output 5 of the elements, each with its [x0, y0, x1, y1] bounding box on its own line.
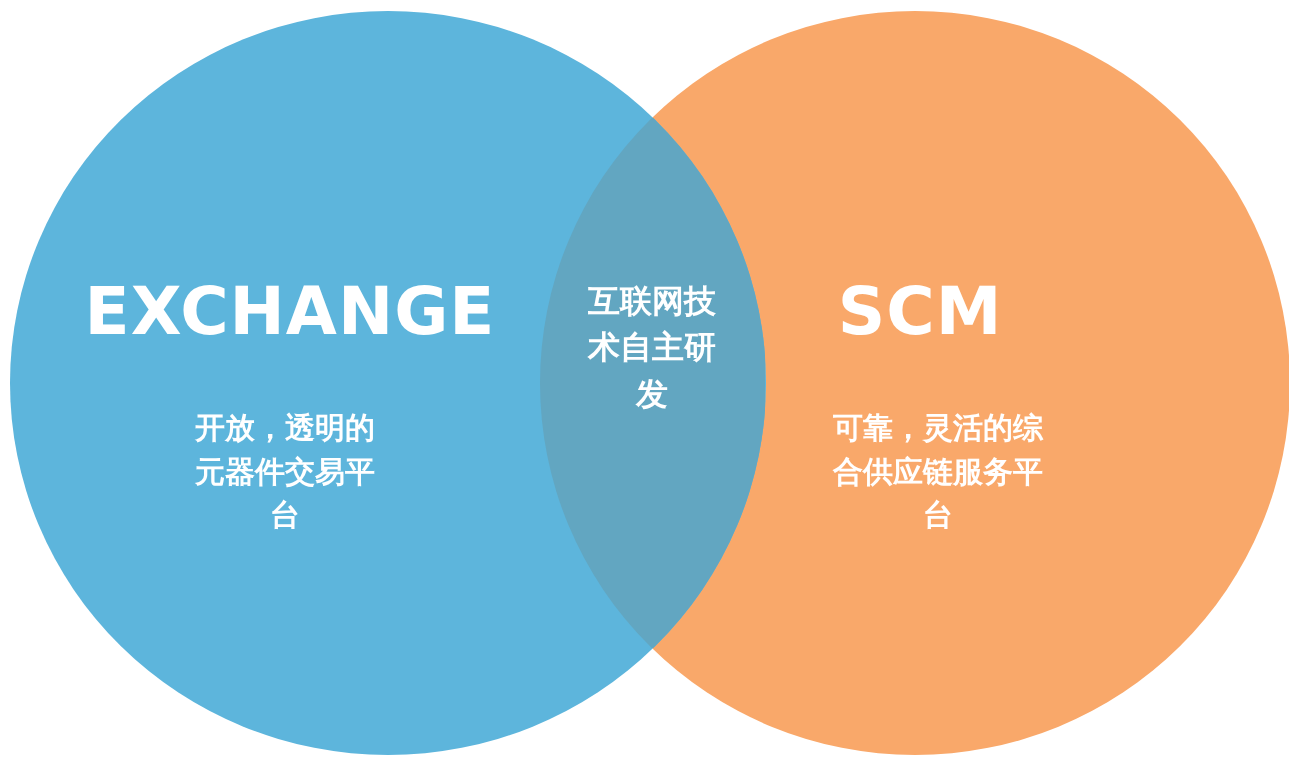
circle-title: EXCHANGE — [83, 276, 497, 349]
circle-description: 可靠，灵活的综合供应链服务平台 — [831, 409, 1045, 534]
circle-title: SCM — [836, 276, 1004, 349]
overlap-text: 互联网技术自主研发 — [587, 281, 718, 415]
circle-description: 开放，透明的元器件交易平台 — [194, 409, 376, 534]
